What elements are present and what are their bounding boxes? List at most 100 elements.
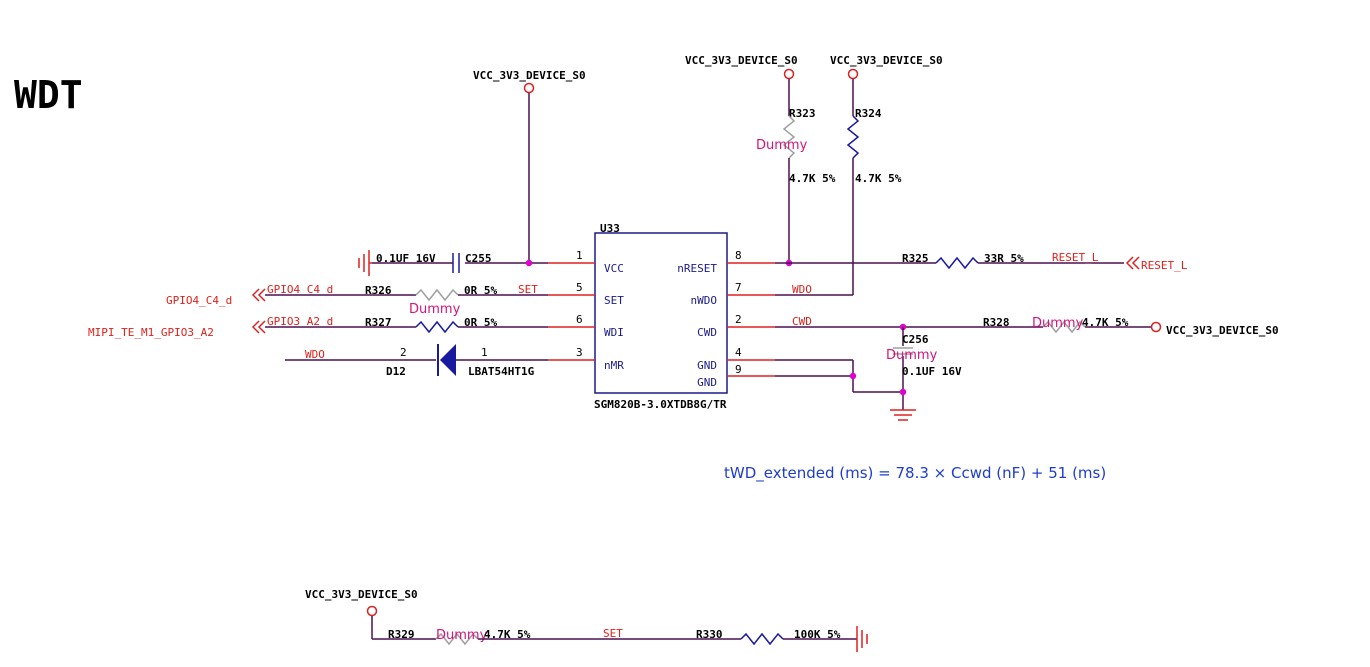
d12-pin-1: 1 <box>481 346 488 359</box>
r327-ref: R327 <box>365 316 392 329</box>
resistor-r329 <box>435 632 479 646</box>
power-port-icon <box>1150 321 1162 333</box>
resistor-r323 <box>782 115 796 159</box>
chip-pin-name-gnd-4: GND <box>697 359 717 372</box>
wdi-line: MIPI_TE_M1_GPIO3_A2 GPIO3_A2_d R327 0R 5… <box>88 315 548 339</box>
nmr-line: WDO 2 1 D12 LBAT54HT1G <box>285 344 548 378</box>
chip-ref: U33 <box>600 222 620 235</box>
r326-dummy-note: Dummy <box>409 302 461 317</box>
r323-ref: R323 <box>789 107 816 120</box>
chip-pin-number-8: 8 <box>735 249 742 262</box>
chip-pin-name-nreset: nRESET <box>677 262 717 275</box>
net-label-cwd: CWD <box>792 315 812 328</box>
junction-dot <box>525 259 533 267</box>
chip-pin-name-gnd-9: GND <box>697 376 717 389</box>
offpage-connector-icon <box>251 320 266 334</box>
vcc-label-bottom: VCC_3V3_DEVICE_S0 <box>305 588 418 601</box>
net-label-gpio4: GPIO4_C4_d <box>267 283 333 296</box>
power-port-icon <box>523 82 535 94</box>
chip-pin-name-nmr: nMR <box>604 359 624 372</box>
junction-dot <box>849 372 857 380</box>
c255-ref: C255 <box>465 252 492 265</box>
r323-dummy-note: Dummy <box>756 138 808 153</box>
r329-dummy-note: Dummy <box>436 628 488 643</box>
r325-ref: R325 <box>902 252 929 265</box>
diode-d12-icon <box>437 344 456 376</box>
net-label-gpio3: GPIO3_A2_d <box>267 315 333 328</box>
chip-pin-number-2: 2 <box>735 313 742 326</box>
net-label-wdo-left: WDO <box>305 348 325 361</box>
capacitor-c255: 0.1UF 16V C255 <box>358 250 492 276</box>
r326-ref: R326 <box>365 284 392 297</box>
ground-icon <box>358 250 372 276</box>
r328-ref: R328 <box>983 316 1010 329</box>
chip-pin-name-cwd: CWD <box>697 326 717 339</box>
d12-pin-2: 2 <box>400 346 407 359</box>
resistor-r328 <box>1042 320 1086 334</box>
resistor-r324 <box>846 115 860 159</box>
nreset-line: R325 33R 5% RESET_L RESET_L <box>775 251 1188 272</box>
r329-ref: R329 <box>388 628 415 641</box>
offpage-label-mipi-te: MIPI_TE_M1_GPIO3_A2 <box>88 326 214 339</box>
r327-value: 0R 5% <box>464 316 497 329</box>
chip-pin-name-vcc: VCC <box>604 262 624 275</box>
chip-body <box>594 232 728 394</box>
chip-pin-number-4: 4 <box>735 346 742 359</box>
chip-pin-number-9: 9 <box>735 363 742 376</box>
r323-branch: VCC_3V3_DEVICE_S0 R323 Dummy 4.7K 5% <box>685 54 836 267</box>
chip-pin-name-wdi: WDI <box>604 326 624 339</box>
r330-value: 100K 5% <box>794 628 841 641</box>
resistor-r330 <box>740 632 784 646</box>
vcc-net-left: VCC_3V3_DEVICE_S0 <box>465 69 586 267</box>
vcc-label-r328: VCC_3V3_DEVICE_S0 <box>1166 324 1279 337</box>
resistor-r326 <box>415 288 459 302</box>
vcc-label-r323: VCC_3V3_DEVICE_S0 <box>685 54 798 67</box>
chip-u33: U33 SGM820B-3.0XTDB8G/TR VCC SET WDI nMR… <box>548 222 775 411</box>
resistor-r327 <box>415 320 459 334</box>
net-label-set-bottom: SET <box>603 627 623 640</box>
chip-pin-number-3: 3 <box>576 346 583 359</box>
r325-value: 33R 5% <box>984 252 1024 265</box>
r328-dummy-note: Dummy <box>1032 316 1084 331</box>
d12-ref: D12 <box>386 365 406 378</box>
ground-icon <box>856 626 868 652</box>
r328-value: 4.7K 5% <box>1082 316 1129 329</box>
power-port-icon <box>847 68 859 80</box>
r326-value: 0R 5% <box>464 284 497 297</box>
r324-ref: R324 <box>855 107 882 120</box>
offpage-label-gpio4: GPIO4_C4_d <box>166 294 232 307</box>
offpage-label-reset: RESET_L <box>1141 259 1188 272</box>
chip-pin-number-7: 7 <box>735 281 742 294</box>
bottom-set-circuit: VCC_3V3_DEVICE_S0 R329 Dummy 4.7K 5% SET… <box>305 588 868 652</box>
c255-value: 0.1UF 16V <box>376 252 436 265</box>
chip-pin-number-5: 5 <box>576 281 583 294</box>
page-title: WDT <box>14 73 83 117</box>
net-label-wdo-right: WDO <box>792 283 812 296</box>
offpage-connector-icon <box>251 288 266 302</box>
vcc-label-left: VCC_3V3_DEVICE_S0 <box>473 69 586 82</box>
chip-pin-name-set: SET <box>604 294 624 307</box>
c256-value: 0.1UF 16V <box>902 365 962 378</box>
net-label-reset: RESET_L <box>1052 251 1099 264</box>
chip-pin-name-nwdo: nWDO <box>691 294 718 307</box>
ground-icon <box>890 409 916 421</box>
r324-branch: VCC_3V3_DEVICE_S0 R324 4.7K 5% WDO <box>775 54 943 296</box>
cwd-line: CWD R328 Dummy 4.7K 5% VCC_3V3_DEVICE_S0… <box>775 315 1279 410</box>
offpage-connector-icon <box>1125 256 1140 270</box>
timing-formula: tWD_extended (ms) = 78.3 × Ccwd (nF) + 5… <box>724 464 1106 483</box>
chip-pin-number-6: 6 <box>576 313 583 326</box>
c256-ref: C256 <box>902 333 929 346</box>
r329-value: 4.7K 5% <box>484 628 531 641</box>
resistor-r325 <box>935 256 979 270</box>
chip-part-number: SGM820B-3.0XTDB8G/TR <box>594 398 727 411</box>
c256-dummy-note: Dummy <box>886 348 938 363</box>
d12-part: LBAT54HT1G <box>468 365 535 378</box>
r323-value: 4.7K 5% <box>789 172 836 185</box>
vcc-label-r324: VCC_3V3_DEVICE_S0 <box>830 54 943 67</box>
r330-ref: R330 <box>696 628 723 641</box>
chip-pin-number-1: 1 <box>576 249 583 262</box>
power-port-icon <box>366 605 378 617</box>
set-line: GPIO4_C4_d GPIO4_C4_d R326 Dummy 0R 5% S… <box>166 283 548 317</box>
net-label-set: SET <box>518 283 538 296</box>
